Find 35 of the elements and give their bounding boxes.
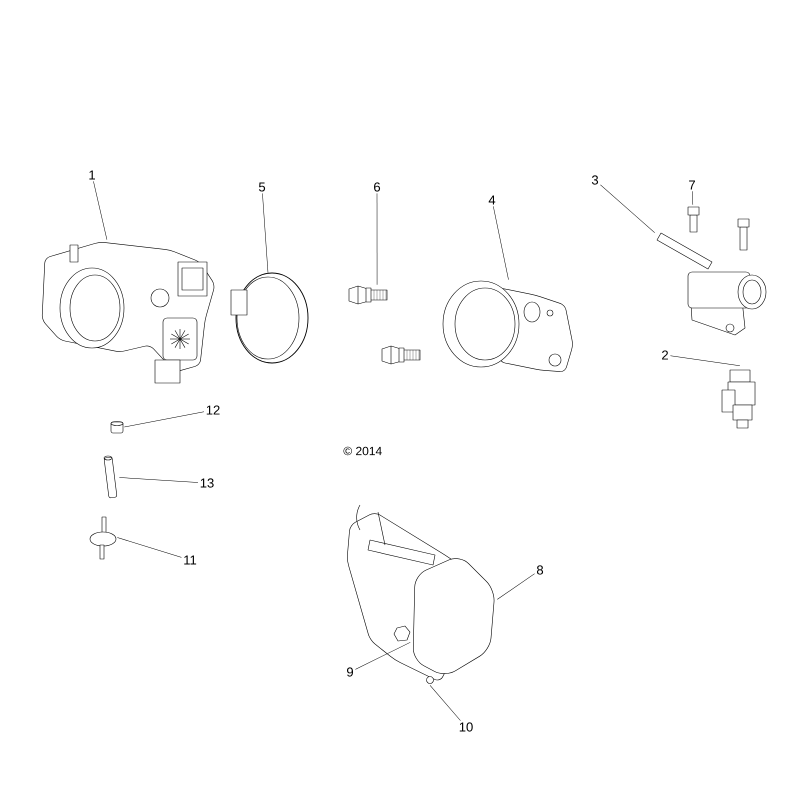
leader-line [497,573,535,600]
leader-line [692,191,694,205]
callout-number: 10 [460,722,473,732]
cap-drawing [110,421,124,434]
callout-number: 2 [662,350,668,360]
callout-number: 7 [689,180,695,190]
adapter-drawing [442,280,573,372]
callout-number: 4 [488,196,496,204]
leader-line [670,356,740,366]
pin-drawing [104,456,118,498]
bolt-drawing [348,286,420,364]
callout-number: 6 [374,182,380,192]
fuel-rail-drawing [656,232,766,336]
callout-number: 3 [592,175,598,185]
bolts-drawing [688,206,750,250]
callout-number: 8 [536,565,544,575]
leader-line [376,193,378,285]
callout-number: 1 [89,170,95,180]
callout-number: 12 [206,405,220,415]
leader-line [124,411,204,428]
leader-line [93,181,108,240]
callout-number: 5 [258,182,266,192]
callout-number: 13 [200,478,214,488]
leader-line [262,193,268,273]
leader-line [600,184,655,233]
leader-line [117,537,182,558]
leader-line [119,477,198,483]
clamp-drawing [230,272,308,364]
copyright-note: © 2014 [344,446,382,456]
leader-line [493,206,509,280]
fuel-injector-drawing [722,370,756,428]
leader-line [430,685,461,721]
callout-number: 11 [184,556,196,564]
push-pin-drawing [90,516,116,560]
throttle-body-drawing [42,242,214,384]
